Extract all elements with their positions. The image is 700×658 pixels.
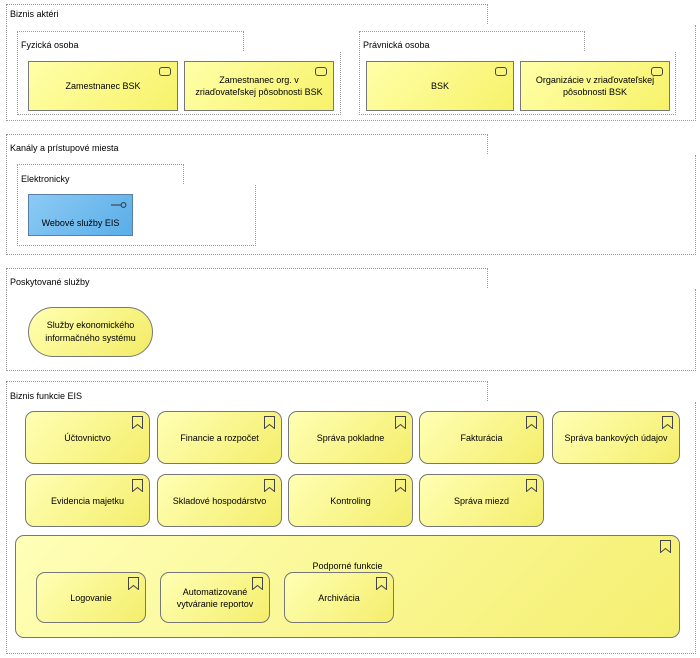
function-label: Účtovnictvo (64, 432, 111, 443)
bookmark-function-icon (128, 577, 139, 590)
physical-person-label: Fyzická osoba (21, 40, 79, 50)
electronic-label: Elektronicky (21, 174, 70, 184)
function-label: Evidencia majetku (50, 495, 125, 506)
function-label: Fakturácia (460, 432, 503, 443)
bookmark-function-icon (660, 540, 671, 553)
actor-zamestnanec-org[interactable]: Zamestnanec org. v zriaďovateľskej pôsob… (184, 61, 334, 111)
bookmark-function-icon (395, 479, 406, 492)
functions-group-label: Biznis funkcie EIS (10, 391, 83, 401)
bookmark-function-icon (526, 416, 537, 429)
bookmark-function-icon (264, 416, 275, 429)
actor-label: Zamestnanec BSK (65, 81, 141, 91)
function-archivacia[interactable]: Archivácia (284, 572, 394, 623)
function-label: Správa bankových údajov (564, 432, 668, 443)
function-sprava-pokladne[interactable]: Správa pokladne (288, 411, 413, 464)
channels-group-label: Kanály a prístupové miesta (10, 143, 119, 153)
function-sprava-miezd[interactable]: Správa miezd (419, 474, 544, 527)
function-label: Archivácia (318, 592, 360, 603)
services-group-tab (6, 268, 488, 290)
function-logovanie[interactable]: Logovanie (36, 572, 146, 623)
actor-role-icon (159, 67, 171, 76)
function-evidencia-majetku[interactable]: Evidencia majetku (25, 474, 150, 527)
actor-label: Organizácie v zriaďovateľskej pôsobnosti… (535, 75, 655, 97)
function-uctovnictvo[interactable]: Účtovnictvo (25, 411, 150, 464)
service-label: Služby ekonomického informačného systému (45, 320, 136, 343)
function-fakturacia[interactable]: Fakturácia (419, 411, 544, 464)
actor-label: Zamestnanec org. v zriaďovateľskej pôsob… (195, 75, 323, 97)
bookmark-function-icon (132, 416, 143, 429)
function-label: Financie a rozpočet (180, 432, 259, 443)
function-financie[interactable]: Financie a rozpočet (157, 411, 282, 464)
function-automatizovane-reporty[interactable]: Automatizované vytváranie reportov (160, 572, 270, 623)
interface-label: Webové služby EIS (41, 218, 120, 228)
services-group-label: Poskytované služby (10, 277, 90, 287)
function-label: Správa pokladne (316, 432, 385, 443)
actor-zamestnanec-bsk[interactable]: Zamestnanec BSK (28, 61, 178, 111)
support-functions-title: Podporné funkcie (312, 561, 383, 571)
function-label: Kontroling (330, 495, 371, 506)
bookmark-function-icon (132, 479, 143, 492)
application-interface-icon (111, 202, 127, 208)
bookmark-function-icon (252, 577, 263, 590)
function-label: Správa miezd (453, 495, 510, 506)
function-kontroling[interactable]: Kontroling (288, 474, 413, 527)
bookmark-function-icon (376, 577, 387, 590)
electronic-tab (17, 164, 184, 186)
physical-person-tab (17, 31, 244, 53)
legal-person-label: Právnická osoba (363, 40, 430, 50)
bookmark-function-icon (526, 479, 537, 492)
bookmark-function-icon (264, 479, 275, 492)
functions-group-tab (6, 381, 488, 403)
bookmark-function-icon (662, 416, 673, 429)
actor-organizacie[interactable]: Organizácie v zriaďovateľskej pôsobnosti… (520, 61, 670, 111)
actor-role-icon (651, 67, 663, 76)
bookmark-function-icon (395, 416, 406, 429)
actor-label: BSK (430, 81, 449, 91)
function-label: Logovanie (70, 592, 112, 603)
actor-role-icon (495, 67, 507, 76)
legal-person-tab (359, 31, 585, 53)
function-label: Skladové hospodárstvo (172, 495, 267, 506)
actors-group-label: Biznis aktéri (10, 9, 59, 19)
actors-group-tab (6, 4, 488, 26)
function-bankove-udaje[interactable]: Správa bankových údajov (552, 411, 680, 464)
function-label: Automatizované vytváranie reportov (176, 586, 254, 609)
service-ekonomicky-system[interactable]: Služby ekonomického informačného systému (28, 307, 153, 357)
actor-bsk[interactable]: BSK (366, 61, 514, 111)
interface-webove-sluzby[interactable]: Webové služby EIS (28, 194, 133, 236)
function-skladove-hospodarstvo[interactable]: Skladové hospodárstvo (157, 474, 282, 527)
actor-role-icon (315, 67, 327, 76)
channels-group-tab (6, 134, 488, 156)
